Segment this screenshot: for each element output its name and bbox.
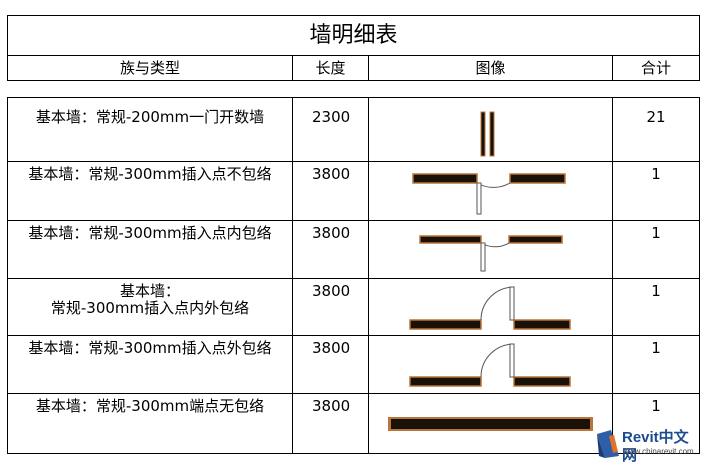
watermark-site: www.chinarevit.com — [623, 447, 694, 456]
wall-image-row-2 — [412, 173, 566, 215]
header-image[interactable]: 图像 — [475, 59, 506, 77]
wall-image-row-5 — [409, 343, 571, 387]
row-3-type[interactable]: 基本墙：常规-300mm插入点内包络 — [28, 224, 272, 242]
row-4-type-line-1[interactable]: 基本墙： — [119, 282, 180, 300]
row-2-type[interactable]: 基本墙：常规-300mm插入点不包络 — [28, 165, 272, 183]
revit-logo-icon — [597, 430, 619, 458]
row-4-count[interactable]: 1 — [651, 282, 661, 300]
watermark-brand: Revit中文网 — [622, 429, 689, 464]
schedule-title: 墙明细表 — [309, 23, 398, 48]
row-1-count[interactable]: 21 — [646, 108, 666, 126]
row-1-length[interactable]: 2300 — [312, 108, 351, 126]
wall-image-row-1 — [480, 111, 495, 157]
row-4-length[interactable]: 3800 — [312, 282, 351, 300]
row-1-type[interactable]: 基本墙：常规-200mm一门开数墙 — [35, 108, 265, 126]
title-frame — [7, 15, 700, 81]
wall-image-row-6 — [388, 417, 593, 431]
revit-watermark: Revit中文网 www.chinarevit.com — [595, 428, 703, 464]
wall-image-row-4 — [409, 286, 571, 330]
row-2-count[interactable]: 1 — [651, 165, 661, 183]
row-5-type[interactable]: 基本墙：常规-300mm插入点外包络 — [28, 339, 272, 357]
row-3-length[interactable]: 3800 — [312, 224, 351, 242]
header-length[interactable]: 长度 — [315, 59, 346, 77]
header-count[interactable]: 合计 — [640, 59, 671, 77]
row-4-type-line-2[interactable]: 常规-300mm插入点内外包络 — [50, 299, 250, 317]
header-family-type[interactable]: 族与类型 — [119, 59, 180, 77]
row-6-length[interactable]: 3800 — [312, 397, 351, 415]
row-5-length[interactable]: 3800 — [312, 339, 351, 357]
row-3-count[interactable]: 1 — [651, 224, 661, 242]
row-2-length[interactable]: 3800 — [312, 165, 351, 183]
row-6-count[interactable]: 1 — [651, 397, 661, 415]
row-6-type[interactable]: 基本墙：常规-300mm端点无包络 — [35, 397, 265, 415]
body-frame — [7, 97, 700, 454]
row-5-count[interactable]: 1 — [651, 339, 661, 357]
wall-image-row-3 — [419, 235, 563, 272]
